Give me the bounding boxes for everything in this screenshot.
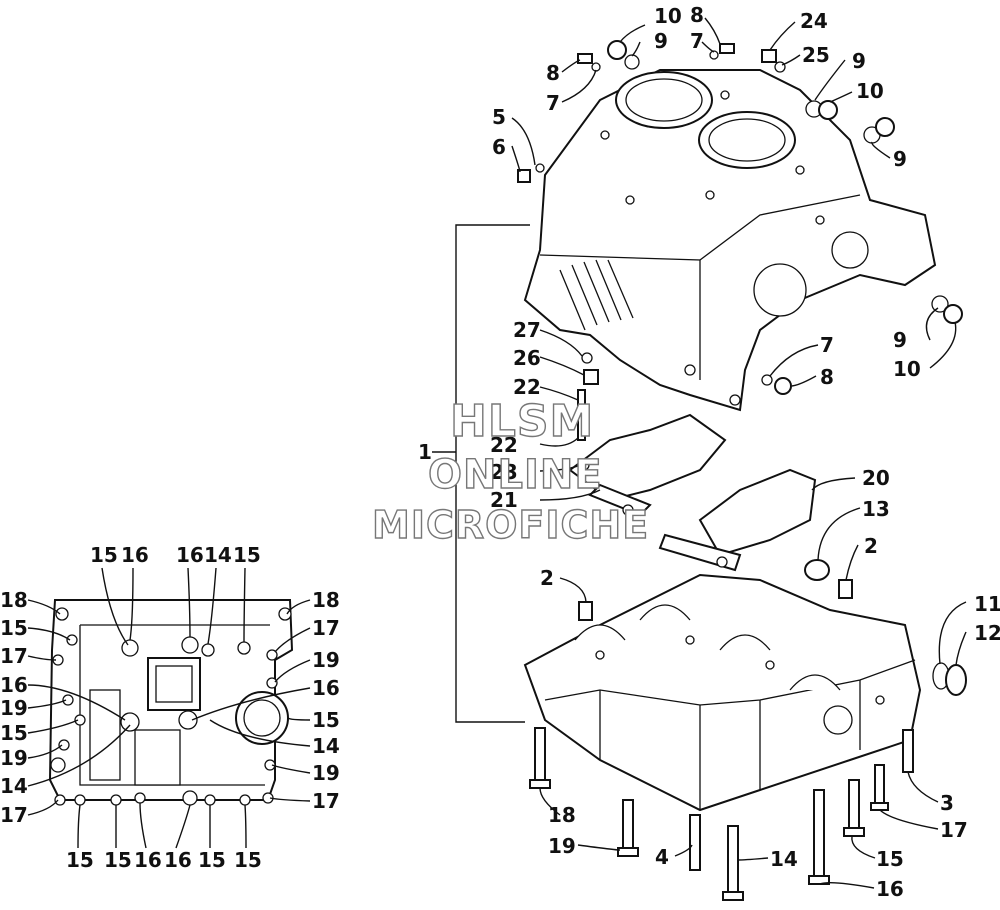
crankcase-bottom-view bbox=[48, 599, 294, 806]
bv-left-9: 17 bbox=[0, 803, 28, 827]
callout-25: 25 bbox=[802, 43, 830, 67]
bv-right-8: 17 bbox=[312, 789, 340, 813]
gasket-parts bbox=[568, 413, 817, 572]
callout-7-mid: 7 bbox=[820, 333, 834, 357]
bv-top-2: 16 bbox=[121, 543, 149, 567]
callout-22-b: 22 bbox=[490, 433, 518, 457]
callout-10-right-c: 10 bbox=[893, 357, 921, 381]
bv-right-6: 14 bbox=[312, 734, 340, 758]
bv-right-4: 16 bbox=[312, 676, 340, 700]
callout-27: 27 bbox=[513, 318, 541, 342]
callout-18: 18 bbox=[548, 803, 576, 827]
callout-13: 13 bbox=[862, 497, 890, 521]
callout-8-left: 8 bbox=[546, 61, 560, 85]
bv-top-1: 15 bbox=[90, 543, 118, 567]
callout-8-top: 8 bbox=[690, 3, 704, 27]
callout-26: 26 bbox=[513, 346, 541, 370]
callout-16: 16 bbox=[876, 877, 904, 901]
bv-left-6: 15 bbox=[0, 721, 28, 745]
callout-2-right: 2 bbox=[864, 534, 878, 558]
upper-crankcase bbox=[523, 69, 937, 412]
callout-4: 4 bbox=[655, 845, 669, 869]
bv-left-5: 19 bbox=[0, 696, 28, 720]
callout-22-a: 22 bbox=[513, 375, 541, 399]
callout-24: 24 bbox=[800, 9, 828, 33]
bv-bottom-3: 16 bbox=[134, 848, 162, 872]
watermark-line-1: HLSM bbox=[450, 396, 594, 447]
bv-left-1: 18 bbox=[0, 588, 28, 612]
bv-bottom-5: 15 bbox=[198, 848, 226, 872]
bv-right-5: 15 bbox=[312, 708, 340, 732]
callout-1: 1 bbox=[418, 440, 432, 464]
callout-15-right: 15 bbox=[876, 847, 904, 871]
bv-top-4: 14 bbox=[204, 543, 232, 567]
bv-bottom-1: 15 bbox=[66, 848, 94, 872]
watermark: HLSM ONLINE MICROFICHE bbox=[371, 395, 649, 547]
bv-bottom-2: 15 bbox=[104, 848, 132, 872]
bv-left-3: 17 bbox=[0, 644, 28, 668]
callout-2-left: 2 bbox=[540, 566, 554, 590]
callout-19: 19 bbox=[548, 834, 576, 858]
bv-top-3: 16 bbox=[176, 543, 204, 567]
callout-7-top: 7 bbox=[690, 29, 704, 53]
callout-17: 17 bbox=[940, 818, 968, 842]
bv-right-7: 19 bbox=[312, 761, 340, 785]
bv-bottom-4: 16 bbox=[164, 848, 192, 872]
callout-10-top: 10 bbox=[654, 4, 682, 28]
callout-9-top: 9 bbox=[654, 29, 668, 53]
lower-crankcase bbox=[523, 573, 922, 812]
watermark-line-3: MICROFICHE bbox=[372, 503, 649, 547]
bv-right-2: 17 bbox=[312, 616, 340, 640]
leader-lines bbox=[27, 17, 967, 889]
callout-23: 23 bbox=[490, 460, 518, 484]
callout-10-right-a: 10 bbox=[856, 79, 884, 103]
callout-20: 20 bbox=[862, 466, 890, 490]
callout-9-right-b: 9 bbox=[893, 147, 907, 171]
bv-right-1: 18 bbox=[312, 588, 340, 612]
bv-left-8: 14 bbox=[0, 774, 28, 798]
bv-top-5: 15 bbox=[233, 543, 261, 567]
callout-14: 14 bbox=[770, 847, 798, 871]
callout-6: 6 bbox=[492, 135, 506, 159]
bv-left-2: 15 bbox=[0, 616, 28, 640]
hardware-parts bbox=[517, 40, 967, 901]
callout-9-right-a: 9 bbox=[852, 49, 866, 73]
watermark-line-2: ONLINE bbox=[428, 452, 603, 498]
callout-7-left: 7 bbox=[546, 91, 560, 115]
callout-11: 11 bbox=[974, 592, 1000, 616]
callout-12: 12 bbox=[974, 621, 1000, 645]
callout-3: 3 bbox=[940, 791, 954, 815]
callout-5: 5 bbox=[492, 105, 506, 129]
callout-8-mid: 8 bbox=[820, 365, 834, 389]
callout-9-right-c: 9 bbox=[893, 328, 907, 352]
bv-bottom-6: 15 bbox=[234, 848, 262, 872]
bv-left-4: 16 bbox=[0, 673, 28, 697]
bv-left-7: 19 bbox=[0, 746, 28, 770]
callout-21: 21 bbox=[490, 488, 518, 512]
callout-labels: 10 9 8 7 24 25 8 7 5 6 9 10 9 9 10 7 8 2… bbox=[0, 3, 1000, 901]
bv-right-3: 19 bbox=[312, 648, 340, 672]
